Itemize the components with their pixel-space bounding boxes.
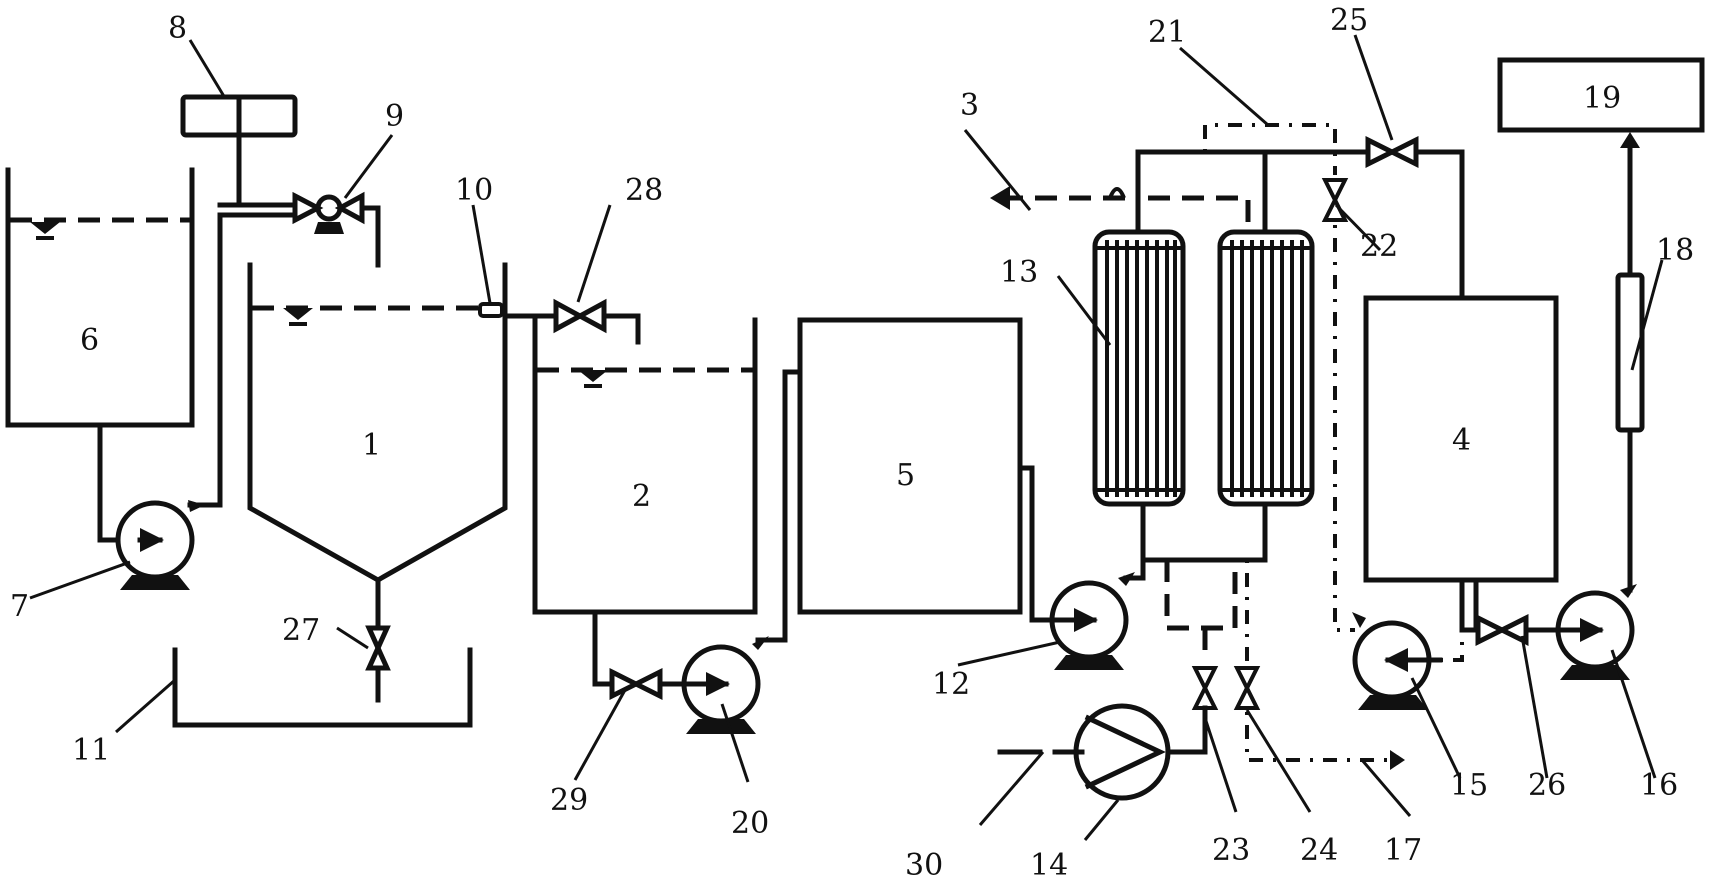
tank-2	[532, 317, 758, 687]
label-5: 5	[896, 458, 915, 493]
dosing-unit-8	[180, 94, 298, 208]
valve-23	[1191, 666, 1219, 755]
pipe-5-to-12	[1017, 465, 1055, 623]
label-20: 20	[731, 806, 769, 841]
pump-7	[97, 212, 298, 590]
valve-22	[1321, 178, 1355, 632]
valve-25	[1365, 135, 1465, 301]
overflow-port-10	[478, 302, 504, 318]
label-3: 3	[960, 88, 979, 123]
valve-24	[1233, 560, 1405, 770]
label-22: 22	[1360, 229, 1398, 264]
label-16: 16	[1640, 768, 1678, 803]
pump-20	[681, 369, 798, 734]
label-1: 1	[362, 428, 381, 463]
leader-lines	[29, 34, 1664, 841]
backwash-line-21	[1203, 123, 1337, 175]
unit-19	[1497, 57, 1705, 133]
permeate-header	[1135, 149, 1371, 235]
label-23: 23	[1212, 833, 1250, 868]
label-24: 24	[1300, 833, 1338, 868]
label-13: 13	[1000, 255, 1038, 290]
water-level-symbol-2	[578, 370, 608, 382]
pump-15	[1352, 612, 1464, 710]
label-25: 25	[1330, 3, 1368, 38]
gas-line-3	[990, 186, 1251, 222]
water-level-symbol-1	[283, 308, 313, 320]
label-29: 29	[550, 783, 588, 818]
valve-9	[217, 191, 381, 268]
pump-16	[1545, 427, 1637, 680]
valve-26	[1475, 613, 1551, 647]
label-6: 6	[80, 323, 99, 358]
label-15: 15	[1450, 768, 1488, 803]
label-12: 12	[932, 667, 970, 702]
label-30: 30	[905, 848, 943, 883]
label-2: 2	[632, 479, 651, 514]
label-27: 27	[282, 613, 320, 648]
label-7: 7	[10, 589, 29, 624]
label-10: 10	[455, 173, 493, 208]
label-19: 19	[1583, 81, 1621, 116]
label-18: 18	[1656, 233, 1694, 268]
blower-14	[997, 703, 1203, 801]
reactor-1	[247, 262, 558, 613]
flowmeter-18	[1615, 132, 1645, 433]
label-8: 8	[168, 11, 187, 46]
label-4: 4	[1452, 423, 1471, 458]
valve-28	[553, 298, 641, 345]
sludge-tray-11	[172, 647, 473, 728]
aeration-line	[1164, 557, 1238, 660]
label-26: 26	[1528, 768, 1566, 803]
label-17: 17	[1384, 833, 1422, 868]
pump-12	[1049, 517, 1268, 670]
membrane-module-13a	[1092, 229, 1186, 523]
label-28: 28	[625, 173, 663, 208]
membrane-module-13b	[1217, 229, 1315, 523]
label-21: 21	[1148, 15, 1186, 50]
label-14: 14	[1030, 848, 1068, 883]
label-9: 9	[385, 99, 404, 134]
water-level-symbol-6	[30, 222, 60, 234]
tank-6	[5, 167, 195, 428]
valve-27	[365, 607, 391, 703]
labels: 1 2 3 4 5 6 7 8 9 10 11 12 13 14 15 16 1…	[10, 3, 1694, 883]
label-11: 11	[72, 733, 110, 768]
